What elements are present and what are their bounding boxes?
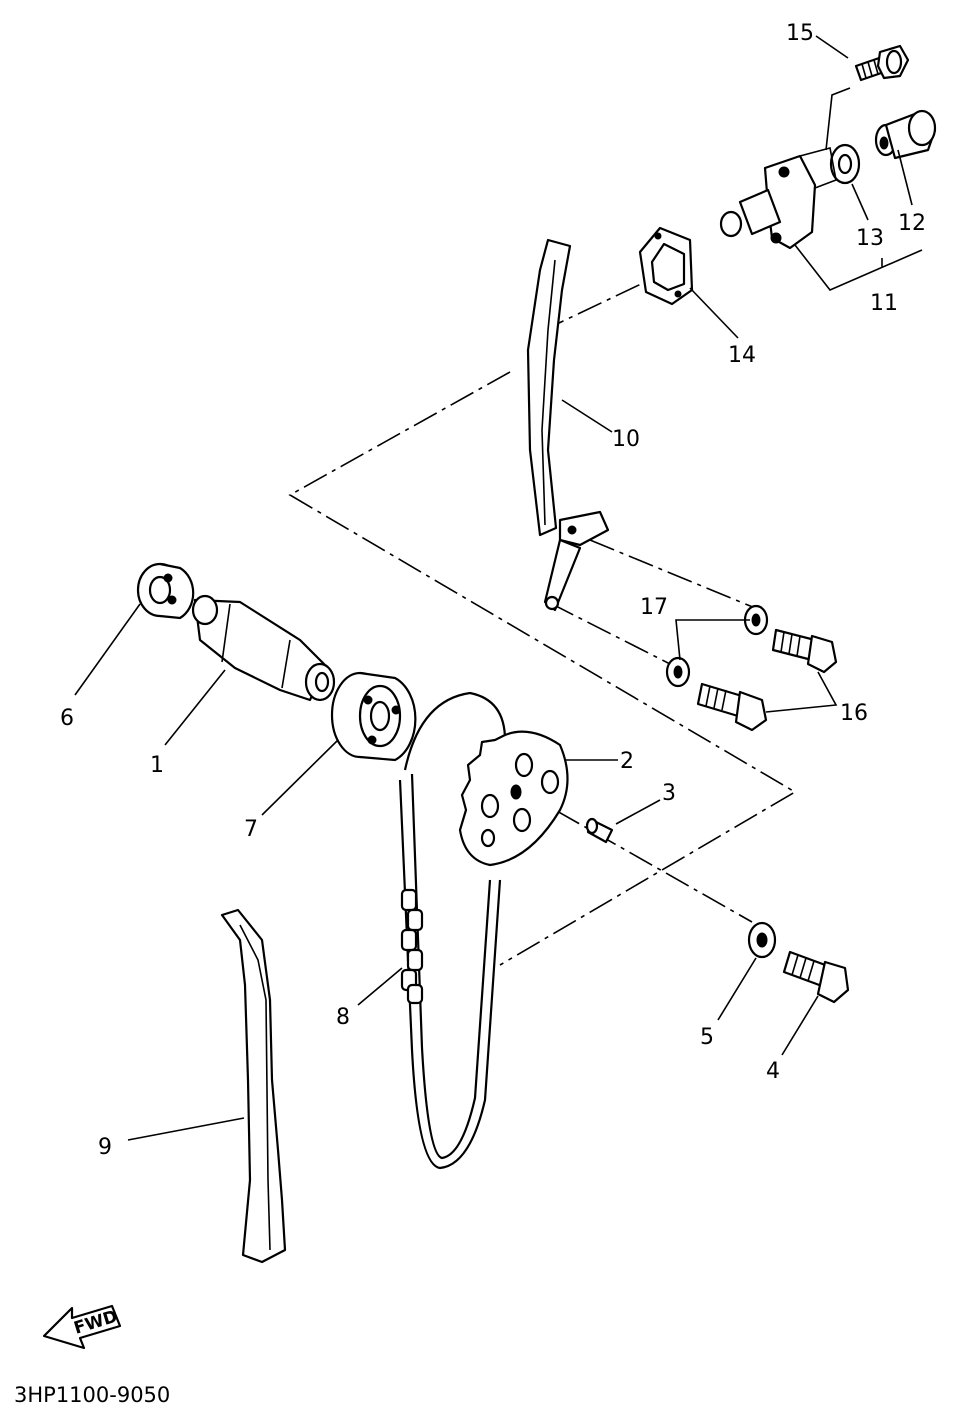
leader-lines [74,35,923,1141]
label-part-2: 2 [620,749,634,774]
part-15-bolt [854,44,910,82]
part-2-sprocket [458,730,569,867]
label-part-11: 11 [870,291,898,316]
part-7-bearing [330,671,417,762]
part-13-washer [829,143,861,185]
part-3-pin [585,817,614,844]
part-11-tensioner [719,147,837,250]
part-1-camshaft [191,594,336,702]
part-number-labels: 1 2 3 4 5 6 7 8 9 10 11 12 13 14 15 16 1… [60,21,926,1160]
label-part-8: 8 [336,1005,350,1030]
label-part-4: 4 [766,1059,780,1084]
part-5-washer [747,921,777,959]
label-part-6: 6 [60,706,74,731]
label-part-10: 10 [612,427,640,452]
part-16-bolts [696,628,838,732]
label-part-5: 5 [700,1025,714,1050]
label-part-15: 15 [786,21,814,46]
part-17-washers [665,604,769,688]
part-14-gasket [638,226,694,306]
drawing-code: 3HP1100-9050 [14,1383,170,1407]
label-part-17: 17 [640,595,668,620]
chain-links [400,888,424,1005]
fwd-arrow: FWD [42,1304,122,1350]
label-part-3: 3 [662,781,676,806]
label-part-9: 9 [98,1135,112,1160]
part-9-chain-guide [220,908,287,1264]
part-8-cam-chain [398,691,507,1170]
part-12-plug-bolt [874,109,937,160]
part-4-bolt [782,950,850,1004]
label-part-1: 1 [150,753,164,778]
label-part-16: 16 [840,701,868,726]
label-part-12: 12 [898,211,926,236]
label-part-14: 14 [728,343,756,368]
label-part-7: 7 [244,817,258,842]
part-6-bearing [136,562,195,620]
label-part-13: 13 [856,226,884,251]
part-10-tensioner-guide [526,238,610,612]
